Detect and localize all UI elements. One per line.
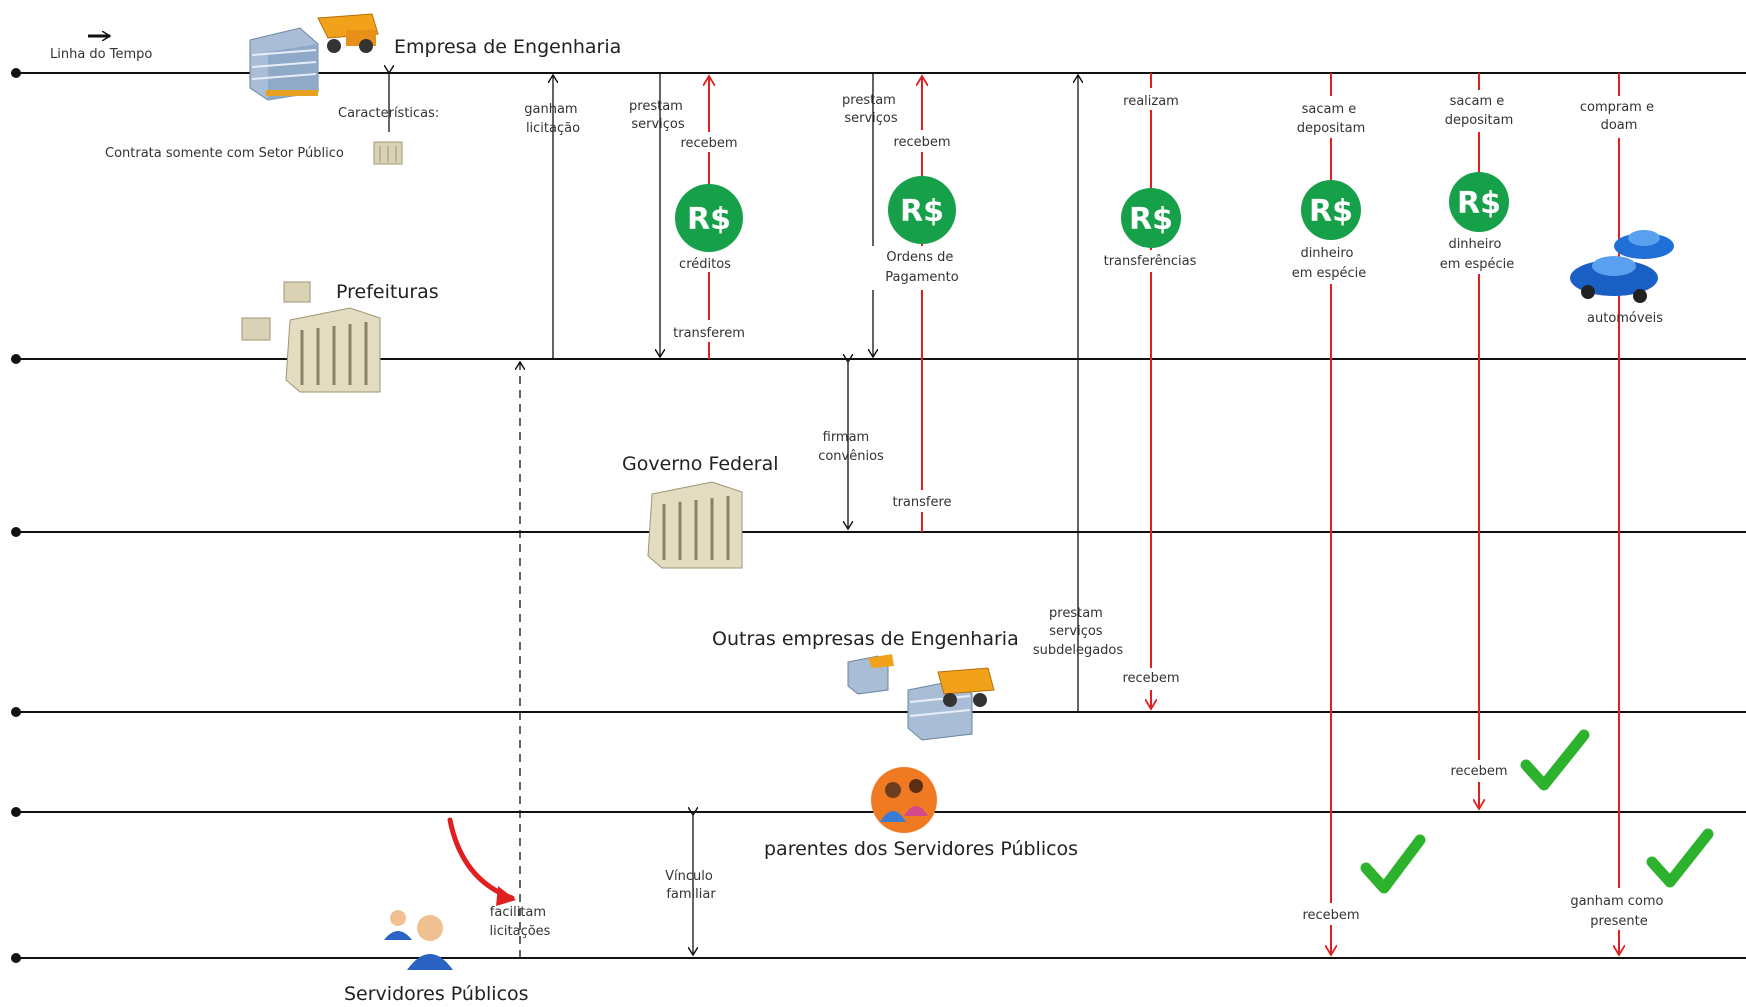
curved-pointer-arrow-icon <box>447 817 516 906</box>
entity-prefeituras-label: Prefeituras <box>336 281 439 303</box>
check-icon <box>1360 834 1426 894</box>
svg-text:R$: R$ <box>687 202 731 237</box>
timeline-label: Linha do Tempo <box>50 47 152 62</box>
svg-text:R$: R$ <box>900 194 944 229</box>
money-coin-transferencias: R$ <box>1121 188 1181 248</box>
label-dinheiro-especie-1: dinheiro em espécie <box>1292 246 1367 281</box>
entity-parentes-label: parentes dos Servidores Públicos <box>764 838 1078 860</box>
label-recebem-5: recebem <box>1450 764 1507 779</box>
public-servants-icon <box>384 910 453 970</box>
entity-servidores-label: Servidores Públicos <box>344 983 529 1005</box>
characteristics-value: Contrata somente com Setor Público <box>105 146 344 161</box>
black-arrows <box>520 73 1078 958</box>
money-coin-creditos: R$ <box>675 184 743 252</box>
entity-outras-label: Outras empresas de Engenharia <box>712 628 1019 650</box>
label-sacam-depositam-2: sacam e depositam <box>1445 94 1514 128</box>
family-icon <box>871 767 937 833</box>
label-realizam: realizam <box>1123 94 1179 109</box>
car-icon <box>1570 230 1674 303</box>
city-hall-icon <box>241 281 381 393</box>
label-vinculo-familiar: Vínculo familiar <box>665 869 717 902</box>
label-ganham-presente: ganham como presente <box>1570 894 1667 929</box>
label-automoveis: automóveis <box>1587 311 1663 326</box>
svg-text:R$: R$ <box>1309 194 1353 229</box>
label-dinheiro-especie-2: dinheiro em espécie <box>1440 237 1515 272</box>
characteristics-label: Características: <box>338 106 439 121</box>
timeline-legend: Linha do Tempo <box>50 36 152 62</box>
label-prestam-subdelegados: prestam serviços subdelegados <box>1033 606 1124 658</box>
label-facilitam-licitacoes: facilitam licitações <box>490 905 551 939</box>
svg-text:R$: R$ <box>1457 186 1501 221</box>
label-recebem-2: recebem <box>893 135 950 150</box>
label-recebem-3: recebem <box>1122 671 1179 686</box>
money-coin-ordens: R$ <box>888 176 956 244</box>
federal-building-icon <box>647 481 743 569</box>
label-firmam-convenios: firmam convênios <box>818 430 884 464</box>
label-transfere: transfere <box>892 495 951 510</box>
entity-governo-label: Governo Federal <box>622 453 779 475</box>
dump-truck-icon <box>317 13 379 53</box>
money-coin-especie-2: R$ <box>1449 172 1509 232</box>
label-creditos: créditos <box>679 257 731 272</box>
flow-labels: ganham licitação prestam serviços recebe… <box>490 93 1667 939</box>
svg-text:R$: R$ <box>1129 202 1173 237</box>
other-companies-icon <box>847 654 995 741</box>
small-building-icon <box>373 141 403 165</box>
label-transferem: transferem <box>673 326 745 341</box>
entity-empresa-label: Empresa de Engenharia <box>394 36 621 58</box>
label-prestam-servicos-2: prestam serviços <box>842 93 900 126</box>
label-compram-doam: compram e doam <box>1580 100 1658 133</box>
label-ordens-pagamento: Ordens de Pagamento <box>885 250 958 285</box>
check-icon <box>1520 729 1590 791</box>
label-recebem-4: recebem <box>1302 908 1359 923</box>
label-sacam-depositam-1: sacam e depositam <box>1297 102 1366 136</box>
label-transferencias: transferências <box>1104 254 1197 269</box>
check-icon <box>1646 828 1714 888</box>
label-ganham-licitacao: ganham licitação <box>524 102 581 136</box>
building-icon <box>249 27 319 101</box>
label-prestam-servicos-1: prestam serviços <box>629 99 687 132</box>
label-recebem-1: recebem <box>680 136 737 151</box>
money-coin-especie-1: R$ <box>1301 180 1361 240</box>
